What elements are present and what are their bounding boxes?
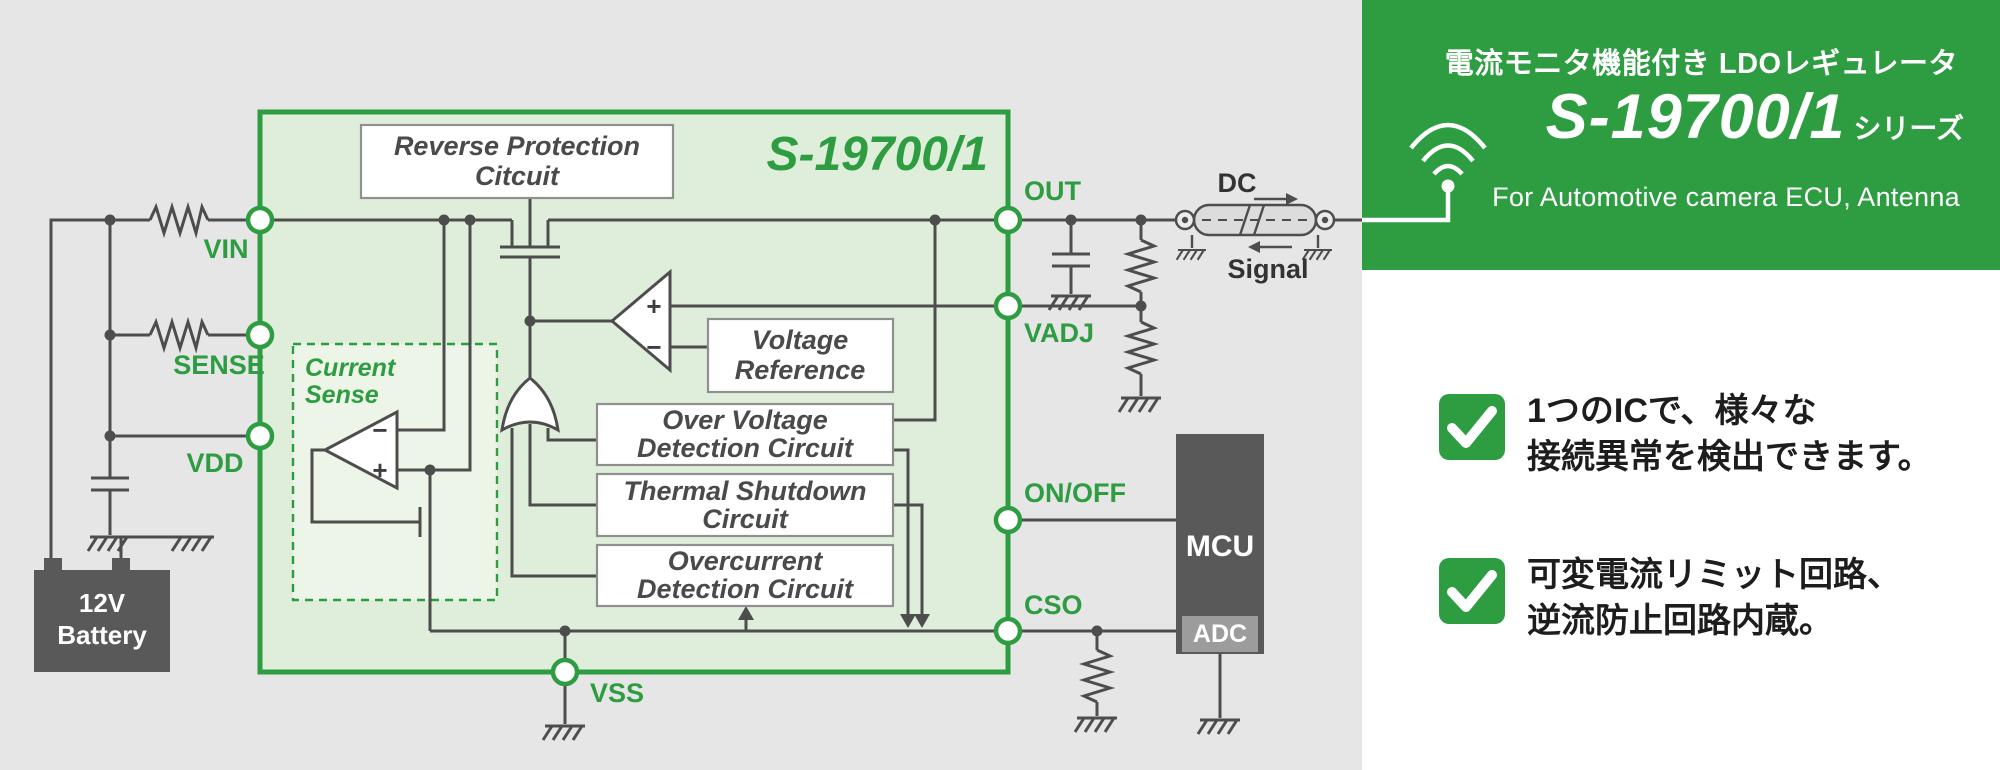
feature-item-2: 可変電流リミット回路、 逆流防止回路内蔵。 bbox=[1439, 552, 1901, 644]
feature-text-1: 1つのICで、様々な 接続異常を検出できます。 bbox=[1527, 388, 1932, 480]
adc-block bbox=[1182, 616, 1258, 652]
checkmark-glyph bbox=[1447, 406, 1497, 448]
ic-pins bbox=[245, 205, 1023, 687]
block-reverse-protection: Reverse Protection Citcuit bbox=[359, 123, 675, 200]
feature-1-line-2: 接続異常を検出できます。 bbox=[1527, 438, 1932, 477]
pin-label-vss: VSS bbox=[590, 678, 644, 708]
current-sense-comparator: − + bbox=[321, 409, 399, 491]
block-label: Reference bbox=[735, 355, 866, 385]
pin-vdd bbox=[245, 421, 275, 451]
pin-label-vadj: VADJ bbox=[1024, 318, 1094, 348]
wires bbox=[49, 198, 1320, 724]
amp-minus-label: − bbox=[646, 332, 661, 362]
current-sense-label: Current bbox=[305, 354, 397, 382]
ground-icon bbox=[1117, 396, 1163, 414]
ground-icon bbox=[170, 535, 216, 553]
pin-cso bbox=[993, 616, 1023, 646]
panel-subtitle: For Automotive camera ECU, Antenna bbox=[1492, 182, 1960, 212]
pin-label-vin: VIN bbox=[203, 234, 248, 264]
battery-label: 12V bbox=[79, 588, 126, 618]
error-amplifier: + − bbox=[609, 268, 672, 374]
ground-icon bbox=[1196, 718, 1242, 736]
pin-vadj bbox=[993, 291, 1023, 321]
pin-out bbox=[993, 205, 1023, 235]
block-label: Reverse Protection bbox=[394, 131, 640, 161]
ground-icon bbox=[541, 724, 587, 742]
feature-2-line-2: 逆流防止回路内蔵。 bbox=[1527, 602, 1833, 641]
product-name-row: S-19700/1 シリーズ bbox=[1546, 86, 1964, 149]
product-name: S-19700/1 bbox=[1545, 82, 1846, 152]
amp-plus-label: + bbox=[646, 291, 661, 321]
cable-dc-label: DC bbox=[1218, 168, 1257, 198]
product-series-suffix: シリーズ bbox=[1853, 113, 1964, 144]
block-label: Thermal Shutdown bbox=[624, 476, 867, 506]
checkmark-icon bbox=[1439, 394, 1505, 460]
current-sense-region bbox=[291, 342, 499, 602]
dc-arrow-icon bbox=[1286, 193, 1298, 205]
panel-title: 電流モニタ機能付き LDOレギュレータ bbox=[1444, 48, 1958, 80]
block-label: Over Voltage bbox=[662, 405, 828, 435]
or-gate bbox=[500, 376, 560, 433]
pin-vin bbox=[245, 205, 275, 235]
feature-1-line-1: 1つのICで、様々な bbox=[1527, 392, 1817, 430]
signal-arrows bbox=[738, 606, 930, 628]
pin-onoff bbox=[993, 505, 1023, 535]
pin-label-out: OUT bbox=[1024, 176, 1082, 206]
battery-block: 12V Battery bbox=[34, 558, 170, 672]
pin-label-sense: SENSE bbox=[173, 350, 265, 380]
ic-body bbox=[257, 109, 1011, 675]
block-thermal-shutdown: Thermal Shutdown Circuit bbox=[595, 472, 895, 538]
block-label: Overcurrent bbox=[668, 546, 824, 576]
info-panel: 電流モニタ機能付き LDOレギュレータ S-19700/1 シリーズ For A… bbox=[1362, 0, 2000, 770]
block-label: Citcuit bbox=[475, 161, 560, 191]
mcu-label: MCU bbox=[1186, 530, 1254, 563]
block-label: Voltage bbox=[752, 325, 849, 355]
junction-dots bbox=[104, 214, 1147, 637]
pin-sense bbox=[245, 320, 275, 350]
feature-2-line-1: 可変電流リミット回路、 bbox=[1527, 556, 1901, 594]
block-label: Detection Circuit bbox=[637, 574, 854, 604]
comparator-plus-label: + bbox=[372, 455, 387, 485]
cable-signal-label: Signal bbox=[1227, 254, 1308, 284]
checkmark-icon bbox=[1439, 558, 1505, 624]
block-over-voltage-detection: Over Voltage Detection Circuit bbox=[595, 402, 895, 467]
adc-label: ADC bbox=[1193, 620, 1247, 648]
ground-icon bbox=[1175, 248, 1208, 261]
checkmark-glyph bbox=[1447, 570, 1497, 612]
ground-icon bbox=[1073, 716, 1119, 734]
pin-label-cso: CSO bbox=[1024, 590, 1083, 620]
panel-header: 電流モニタ機能付き LDOレギュレータ S-19700/1 シリーズ For A… bbox=[1362, 0, 2000, 270]
chip-name: S-19700/1 bbox=[766, 128, 988, 181]
ground-icon bbox=[1301, 248, 1334, 261]
cable-illustration: DC Signal bbox=[1174, 168, 1362, 284]
pin-label-vdd: VDD bbox=[186, 448, 243, 478]
block-overcurrent-detection: Overcurrent Detection Circuit bbox=[595, 543, 895, 608]
pin-vss bbox=[550, 657, 580, 687]
pin-label-onoff: ON/OFF bbox=[1024, 478, 1126, 508]
panel-body: 1つのICで、様々な 接続異常を検出できます。 可変電流リミット回路、 逆流防止… bbox=[1362, 270, 2000, 770]
ground-icon bbox=[86, 535, 132, 553]
comparator-minus-label: − bbox=[372, 415, 387, 445]
feature-text-2: 可変電流リミット回路、 逆流防止回路内蔵。 bbox=[1527, 552, 1901, 644]
block-label: Detection Circuit bbox=[637, 433, 854, 463]
block-voltage-reference: Voltage Reference bbox=[706, 317, 895, 394]
signal-arrow-icon bbox=[1248, 241, 1260, 253]
ground-icon bbox=[1047, 294, 1093, 312]
feature-item-1: 1つのICで、様々な 接続異常を検出できます。 bbox=[1439, 388, 1932, 480]
mcu-block: MCU ADC bbox=[1176, 434, 1264, 654]
current-sense-label: Sense bbox=[305, 381, 379, 409]
block-label: Circuit bbox=[702, 504, 789, 534]
battery-label: Battery bbox=[57, 620, 147, 650]
